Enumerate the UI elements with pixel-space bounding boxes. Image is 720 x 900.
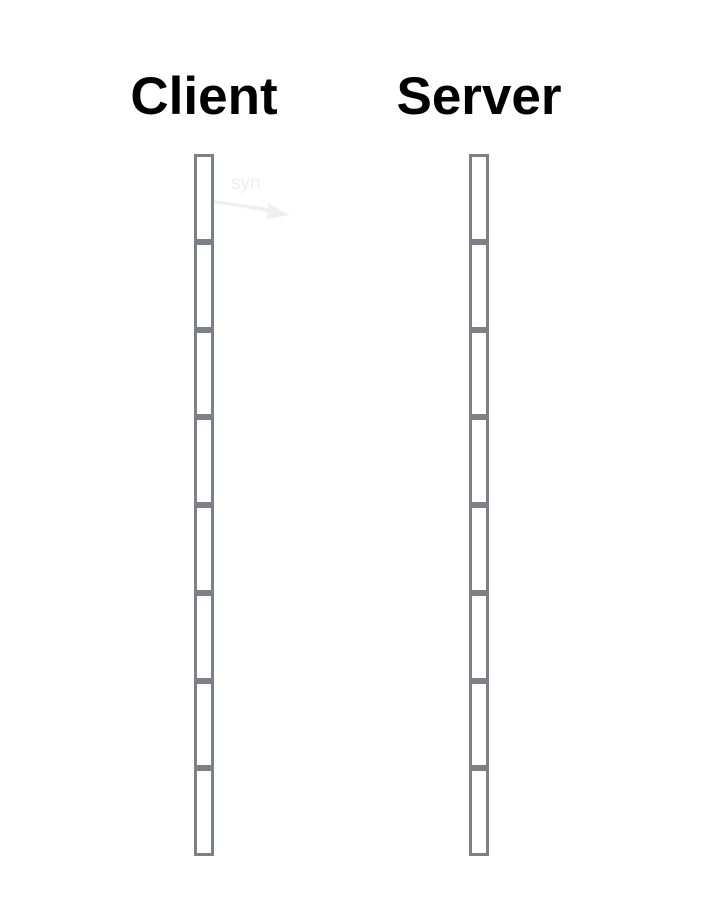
- actor-title-client: Client: [130, 67, 278, 126]
- lifeline-segment: [194, 154, 214, 242]
- lifeline-segment: [194, 417, 214, 505]
- lifeline-segment: [469, 768, 489, 856]
- lifeline-segment: [194, 592, 214, 681]
- lifeline-segment: [469, 592, 489, 681]
- lifeline-client: [194, 154, 214, 856]
- lifeline-segment: [194, 768, 214, 856]
- lifeline-segment: [194, 505, 214, 593]
- lifeline-segment: [469, 329, 489, 418]
- lifeline-segment: [469, 680, 489, 769]
- lifeline-segment: [469, 505, 489, 593]
- lifeline-segment: [194, 241, 214, 330]
- arrow-right-icon: [214, 200, 290, 219]
- message-label-syn: syn: [231, 173, 261, 194]
- lifeline-segment: [469, 241, 489, 330]
- lifeline-server: [469, 154, 489, 856]
- lifeline-segment: [194, 680, 214, 769]
- lifeline-segment: [194, 329, 214, 418]
- lifeline-segment: [469, 154, 489, 242]
- lifeline-segment: [469, 417, 489, 505]
- actor-title-server: Server: [396, 67, 562, 126]
